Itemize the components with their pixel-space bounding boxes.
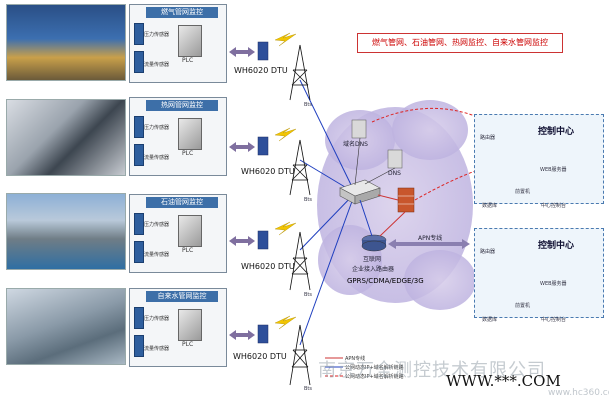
company-watermark: 南京万全测控技术有限公司 (318, 360, 546, 381)
control-center-2 (474, 228, 604, 318)
control-center-1 (474, 114, 604, 204)
gas-pipeline-photo (6, 4, 126, 81)
industry-banner: 燃气管网、石油管网、热网监控、自来水管网监控 (357, 33, 563, 53)
station-oil: 石油管网监控 压力传感器 流量传感器 PLC (129, 194, 227, 273)
bts-label: Bts (304, 197, 312, 203)
pressure-sensor-icon (134, 213, 144, 235)
internet-cloud (317, 100, 476, 310)
flow-sensor-label: 流量传感器 (144, 346, 170, 352)
dtu-label: WH6020 DTU (234, 66, 288, 75)
plc-label: PLC (182, 150, 194, 157)
footer-url: WWW.***.COM (446, 372, 561, 390)
pressure-sensor-label: 压力传感器 (144, 316, 170, 322)
legend-item: 公网动态IP+域名解析链路 (345, 365, 404, 371)
gateway-label: 前置机 (515, 189, 531, 195)
web-server-label: WEB服务器 (540, 167, 567, 173)
router-icon (361, 234, 387, 252)
plc-label: PLC (182, 247, 194, 254)
router-label: 路由器 (480, 249, 496, 255)
gprs-label: GPRS/CDMA/EDGE/3G (347, 277, 424, 285)
pressure-sensor-label: 压力传感器 (144, 32, 170, 38)
pressure-sensor-icon (134, 307, 144, 329)
console-label: 中心控制台 (541, 203, 567, 209)
pressure-sensor-label: 压力传感器 (144, 125, 170, 131)
apn-arrow (388, 239, 470, 249)
dns-label: 域名DNS (343, 141, 368, 148)
pressure-sensor-icon (134, 23, 144, 45)
database-label: 数据库 (482, 317, 498, 323)
footer-watermark: www.hc360.com (548, 388, 609, 398)
plc-icon (178, 118, 202, 150)
flow-sensor-icon (134, 144, 144, 166)
dns-label: DNS (388, 170, 401, 177)
dns-server-icon (351, 119, 403, 169)
dtu-label: WH6020 DTU (241, 167, 295, 176)
router-label: 互联网 (363, 256, 382, 263)
router-label: 企业接入路由器 (352, 266, 395, 273)
station-title: 石油管网监控 (146, 197, 218, 208)
flow-sensor-icon (134, 51, 144, 73)
gateway-label: 前置机 (515, 303, 531, 309)
flow-sensor-label: 流量传感器 (144, 155, 170, 161)
station-title: 燃气管网监控 (146, 7, 218, 18)
plc-icon (178, 309, 202, 341)
station-title: 热网管网监控 (146, 100, 218, 111)
flow-sensor-label: 流量传感器 (144, 62, 170, 68)
dtu-label: WH6020 DTU (233, 352, 287, 361)
bts-label: Bts (304, 102, 312, 108)
control-center-title: 控制中心 (538, 241, 575, 251)
plc-label: PLC (182, 57, 194, 64)
console-label: 中心控制台 (541, 317, 567, 323)
control-center-title: 控制中心 (538, 127, 575, 137)
station-title: 自来水管网监控 (146, 291, 218, 302)
station-gas: 燃气管网监控 压力传感器 流量传感器 PLC (129, 4, 227, 83)
web-server-label: WEB服务器 (540, 281, 567, 287)
firewall-icon (397, 187, 415, 213)
pressure-sensor-icon (134, 116, 144, 138)
flow-sensor-icon (134, 241, 144, 263)
database-label: 数据库 (482, 203, 498, 209)
station-heat: 热网管网监控 压力传感器 流量传感器 PLC (129, 97, 227, 176)
bts-label: Bts (304, 292, 312, 298)
bts-label: Bts (304, 386, 312, 392)
dtu-label: WH6020 DTU (241, 262, 295, 271)
router-label: 路由器 (480, 135, 496, 141)
oil-pipeline-photo (6, 193, 126, 270)
plc-label: PLC (182, 341, 194, 348)
legend-item: APN专线 (345, 356, 366, 362)
link-arrows (229, 47, 255, 340)
plc-icon (178, 25, 202, 57)
station-water: 自来水管网监控 压力传感器 流量传感器 PLC (129, 288, 227, 367)
apn-label: APN专线 (418, 235, 443, 242)
pressure-sensor-label: 压力传感器 (144, 222, 170, 228)
heat-pipeline-photo (6, 99, 126, 176)
plc-icon (178, 215, 202, 247)
water-pipeline-photo (6, 288, 126, 365)
flow-sensor-icon (134, 335, 144, 357)
flow-sensor-label: 流量传感器 (144, 252, 170, 258)
legend-item: 公网动态IP+域名解析链路 (345, 374, 404, 380)
